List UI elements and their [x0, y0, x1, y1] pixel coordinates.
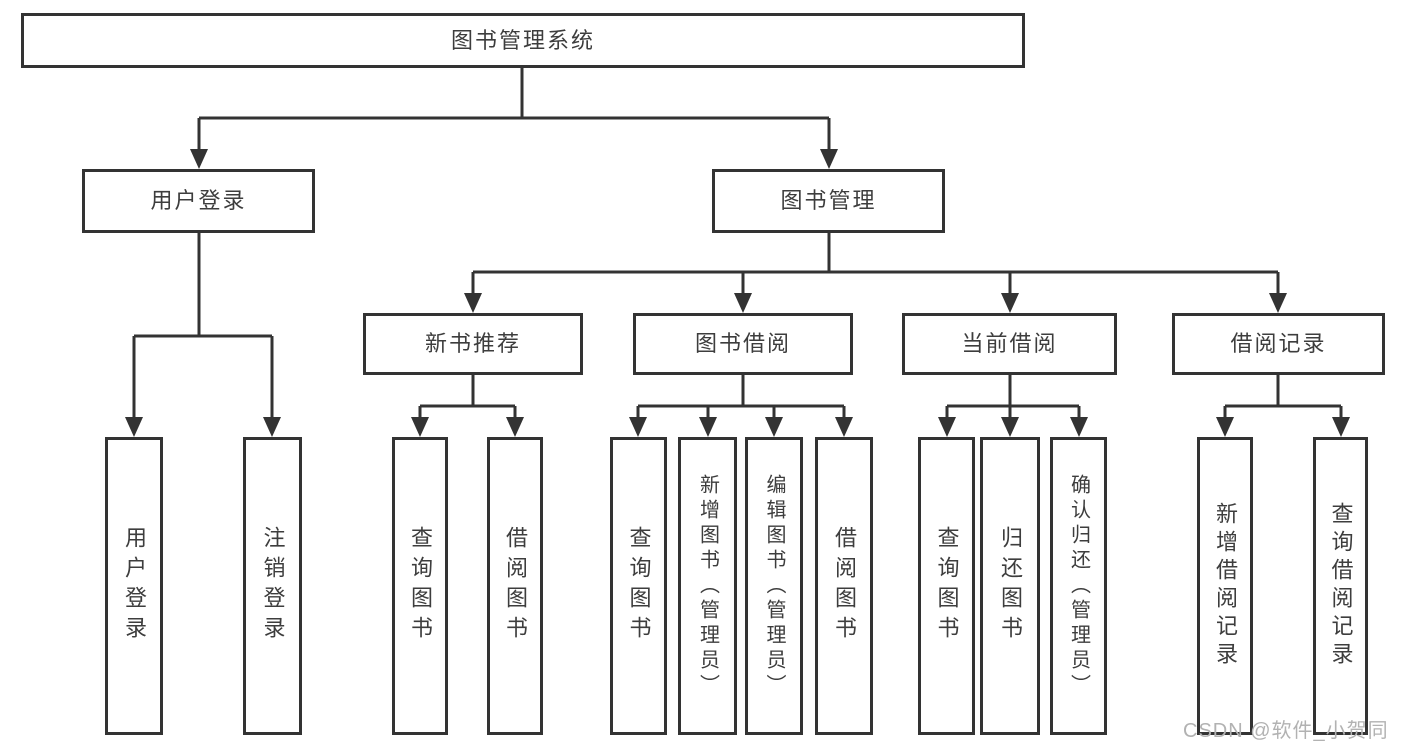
- connector-bookmgmt-to-level3: [464, 233, 1287, 313]
- node-borrow-records: 借阅记录: [1172, 313, 1385, 375]
- node-cb-query-books: 查询图书: [918, 437, 975, 735]
- node-book-mgmt-group: 图书管理: [712, 169, 945, 233]
- node-br-add-record: 新增借阅记录: [1197, 437, 1253, 735]
- node-bb-borrow-books: 借阅图书: [815, 437, 873, 735]
- csdn-watermark: CSDN @软件_小贺同学: [1183, 720, 1389, 742]
- connector-newbookrec-to-leaves: [411, 375, 524, 437]
- node-root: 图书管理系统: [21, 13, 1025, 68]
- connector-currentborrow-to-leaves: [938, 375, 1088, 437]
- node-user-login-group: 用户登录: [82, 169, 315, 233]
- node-book-borrow: 图书借阅: [633, 313, 853, 375]
- node-bb-query-books: 查询图书: [610, 437, 667, 735]
- node-bb-add-books-admin: 新增图书（管理员）: [678, 437, 737, 735]
- connector-borrowrecords-to-leaves: [1216, 375, 1350, 437]
- node-br-query-record: 查询借阅记录: [1313, 437, 1368, 735]
- connector-userlogin-to-leaves: [125, 233, 281, 437]
- node-new-book-rec: 新书推荐: [363, 313, 583, 375]
- node-nb-borrow-books: 借阅图书: [487, 437, 543, 735]
- node-logout: 注销登录: [243, 437, 302, 735]
- connector-bookborrow-to-leaves: [629, 375, 853, 437]
- node-user-login: 用户登录: [105, 437, 163, 735]
- node-cb-return-books: 归还图书: [980, 437, 1040, 735]
- node-current-borrow: 当前借阅: [902, 313, 1117, 375]
- node-nb-query-books: 查询图书: [392, 437, 448, 735]
- connector-root-to-level2: [190, 68, 838, 169]
- node-cb-confirm-return-admin: 确认归还（管理员）: [1050, 437, 1107, 735]
- node-bb-edit-books-admin: 编辑图书（管理员）: [745, 437, 803, 735]
